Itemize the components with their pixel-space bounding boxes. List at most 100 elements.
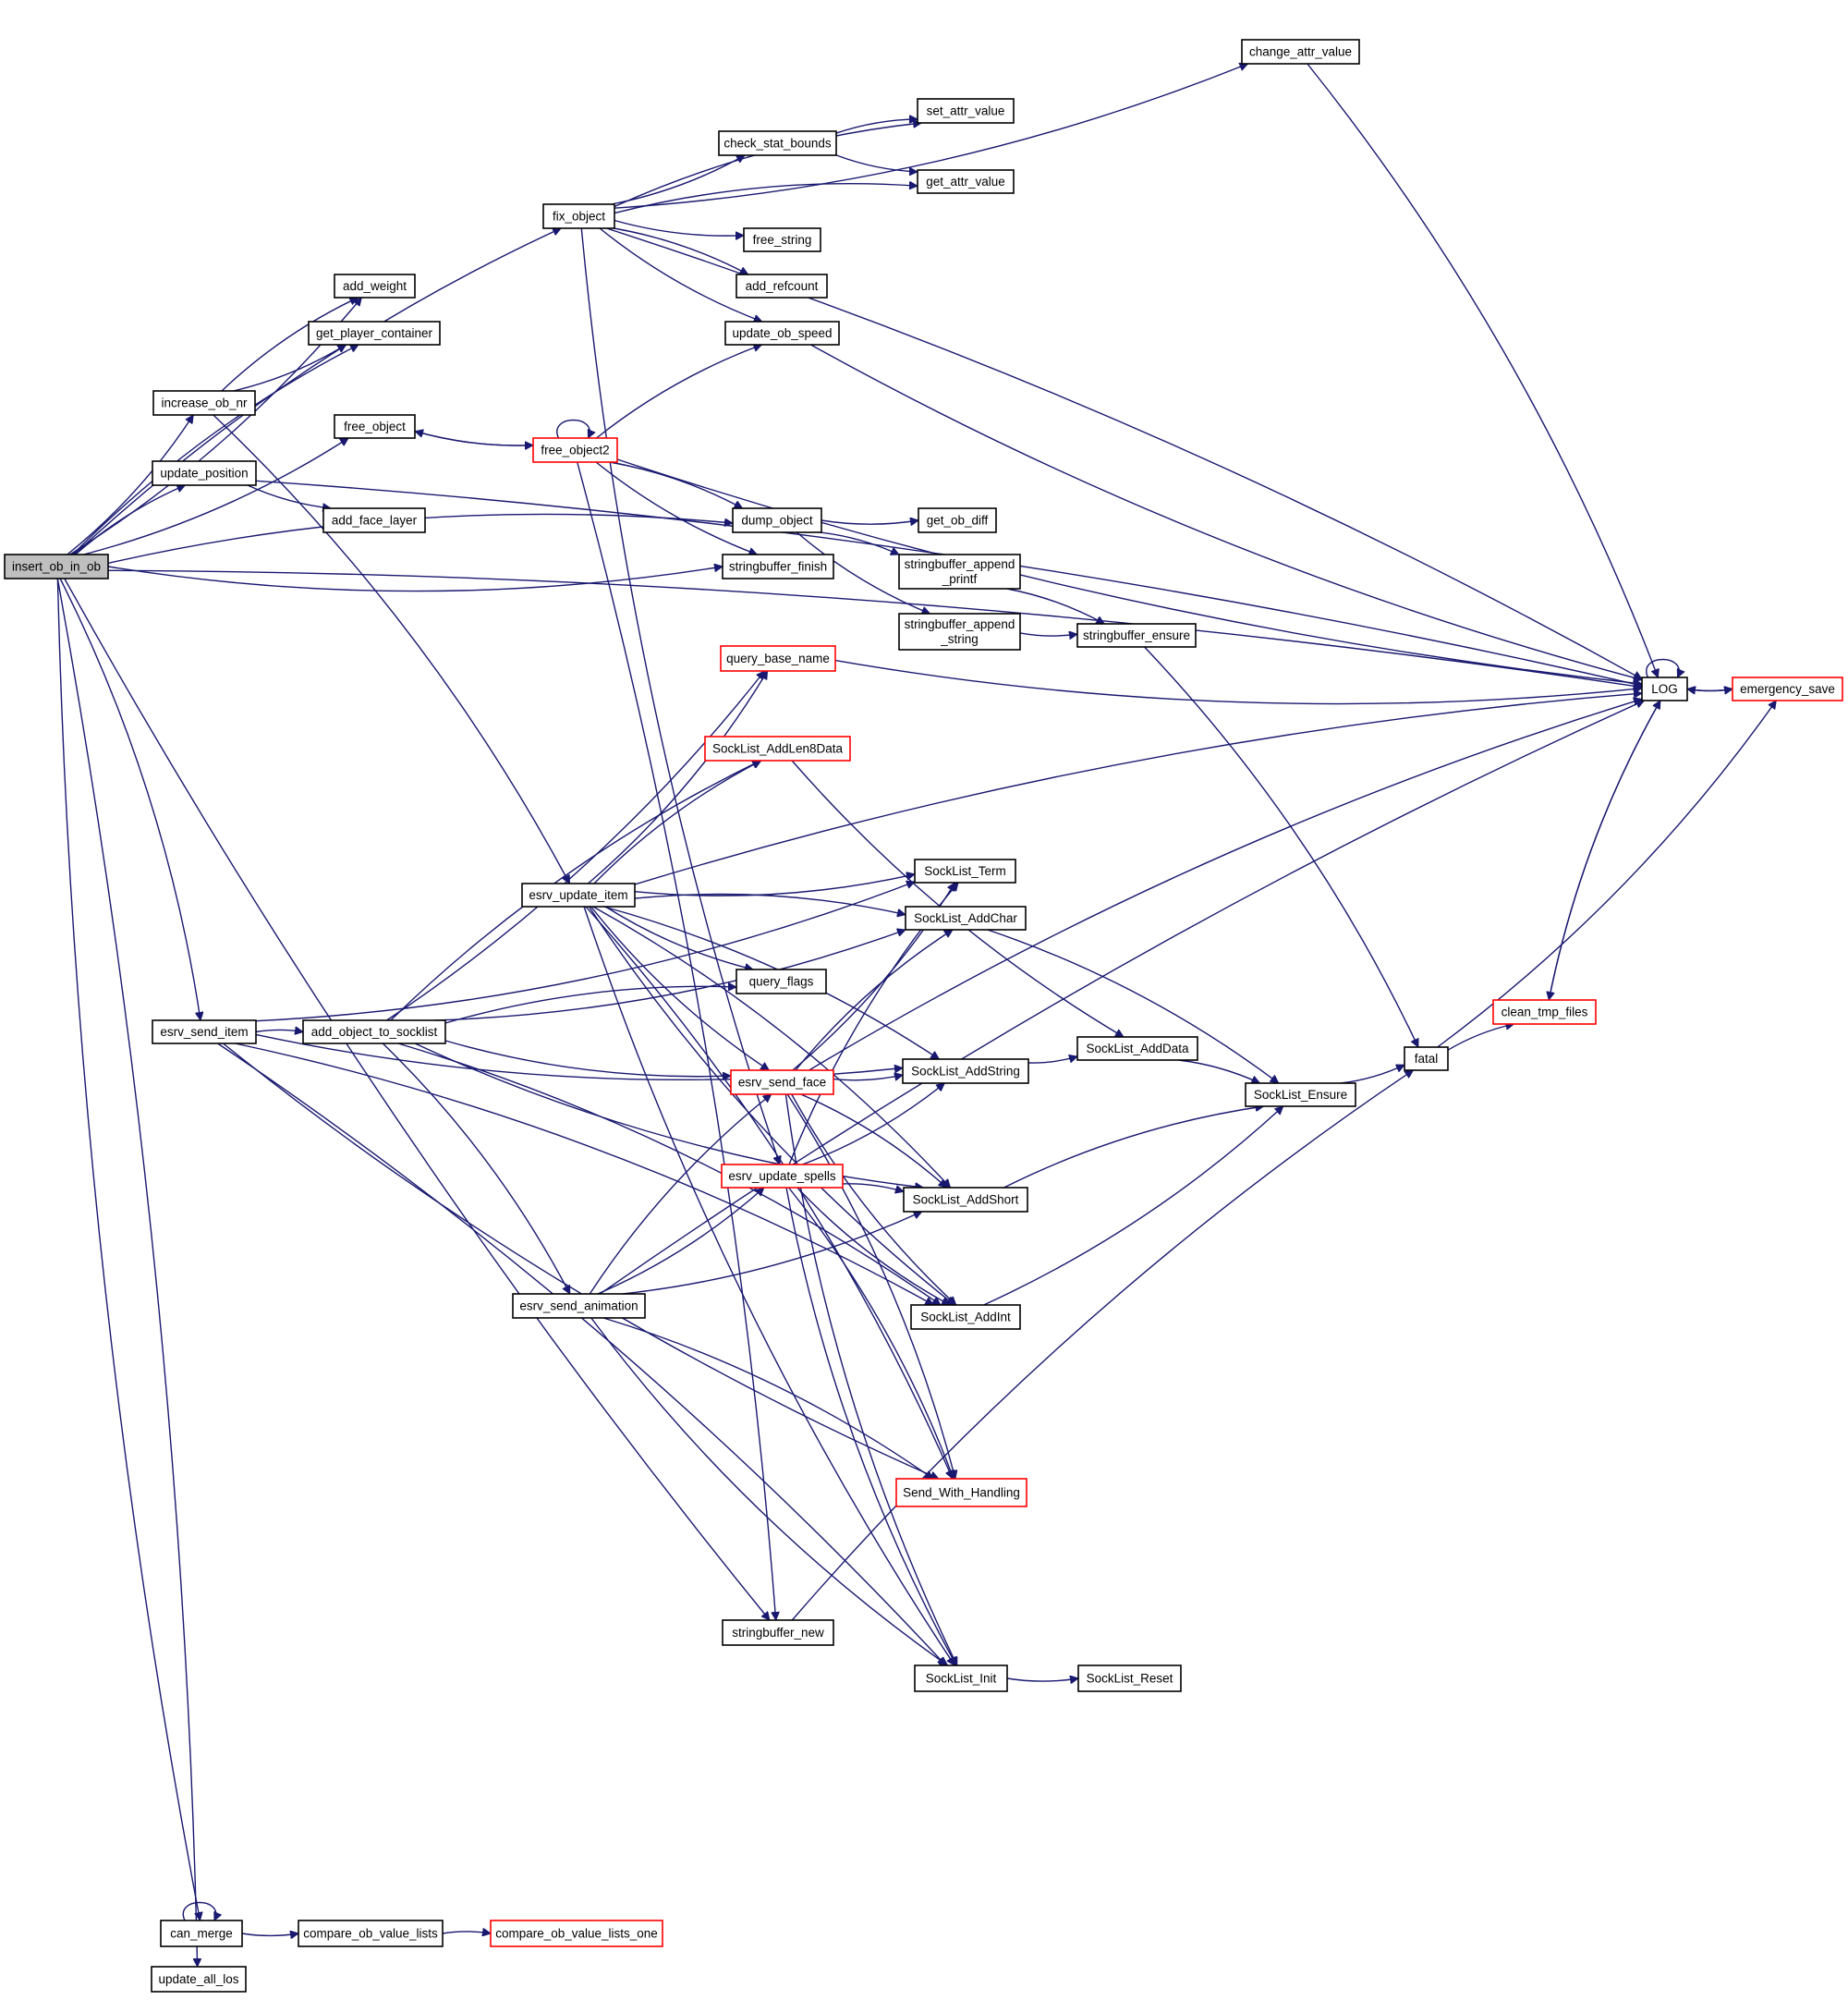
edge-check_stat_bounds-to-get_attr_value — [835, 154, 918, 172]
node-SockList_AddInt[interactable]: SockList_AddInt — [910, 1304, 1021, 1330]
node-label: query_flags — [749, 975, 814, 989]
node-insert_ob_in_ob[interactable]: insert_ob_in_ob — [4, 554, 109, 579]
node-esrv_send_face[interactable]: esrv_send_face — [730, 1069, 834, 1095]
edge-esrv_update_spells-to-SockList_AddString — [802, 1083, 944, 1165]
edge-SockList_AddInt-to-SockList_Ensure — [983, 1106, 1283, 1306]
node-box — [151, 1966, 247, 1993]
node-get_player_container[interactable]: get_player_container — [308, 321, 441, 346]
node-fatal[interactable]: fatal — [1404, 1046, 1449, 1071]
node-SockList_AddChar[interactable]: SockList_AddChar — [905, 906, 1027, 931]
node-increase_ob_nr[interactable]: increase_ob_nr — [152, 390, 256, 416]
node-SockList_AddData[interactable]: SockList_AddData — [1076, 1036, 1198, 1061]
node-update_all_los[interactable]: update_all_los — [151, 1966, 247, 1993]
edge-fix_object-to-add_refcount — [614, 227, 748, 275]
edge-stringbuffer_new-to-fatal — [791, 1069, 1413, 1621]
node-free_string[interactable]: free_string — [743, 227, 821, 252]
edge-insert_ob_in_ob-to-fix_object — [73, 228, 561, 555]
node-box — [542, 203, 615, 229]
node-add_face_layer[interactable]: add_face_layer — [322, 507, 426, 533]
node-esrv_update_item[interactable]: esrv_update_item — [521, 883, 636, 908]
node-SockList_Ensure[interactable]: SockList_Ensure — [1245, 1082, 1356, 1107]
edge-SockList_AddChar-to-SockList_Ensure — [987, 929, 1279, 1083]
node-fix_object[interactable]: fix_object — [542, 203, 615, 229]
node-box — [736, 274, 828, 299]
node-label: SockList_AddData — [1086, 1042, 1189, 1055]
edge-esrv_send_item-to-add_object_to_socklist — [255, 1030, 303, 1031]
node-stringbuffer_append_string[interactable]: stringbuffer_append_string — [898, 613, 1021, 651]
node-dump_object[interactable]: dump_object — [732, 507, 822, 533]
node-compare_ob_value_lists_one[interactable]: compare_ob_value_lists_one — [490, 1920, 663, 1947]
node-stringbuffer_append_printf[interactable]: stringbuffer_append_printf — [898, 554, 1021, 590]
node-SockList_Term[interactable]: SockList_Term — [914, 859, 1016, 884]
edge-compare_ob_value_lists-to-compare_ob_value_lists_one — [442, 1932, 491, 1933]
node-change_attr_value[interactable]: change_attr_value — [1241, 39, 1360, 65]
node-box — [1245, 1082, 1356, 1107]
node-stringbuffer_ensure[interactable]: stringbuffer_ensure — [1076, 623, 1197, 648]
nodes-layer: insert_ob_in_ob fix_object change_attr_val… — [4, 39, 1843, 1993]
node-box — [895, 1478, 1027, 1507]
node-esrv_send_animation[interactable]: esrv_send_animation — [512, 1293, 646, 1319]
node-update_position[interactable]: update_position — [152, 460, 257, 486]
node-add_refcount[interactable]: add_refcount — [736, 274, 828, 299]
node-add_object_to_socklist[interactable]: add_object_to_socklist — [302, 1019, 446, 1044]
node-update_ob_speed[interactable]: update_ob_speed — [724, 321, 840, 346]
node-stringbuffer_new[interactable]: stringbuffer_new — [722, 1619, 834, 1646]
node-label: add_object_to_socklist — [311, 1025, 438, 1039]
node-query_base_name[interactable]: query_base_name — [720, 645, 836, 672]
edge-change_attr_value-to-LOG — [1307, 63, 1659, 677]
node-SockList_AddShort[interactable]: SockList_AddShort — [903, 1187, 1028, 1213]
node-set_attr_value[interactable]: set_attr_value — [917, 98, 1015, 124]
edge-SockList_AddData-to-SockList_Ensure — [1178, 1059, 1259, 1083]
edge-esrv_update_item-to-SockList_Term — [634, 874, 915, 896]
node-label: free_string — [753, 233, 812, 247]
node-clean_tmp_files[interactable]: clean_tmp_files — [1492, 999, 1597, 1025]
node-can_merge[interactable]: can_merge — [160, 1920, 243, 1947]
node-label: dump_object — [741, 514, 813, 528]
edge-fix_object-to-esrv_update_spells — [580, 227, 780, 1165]
node-check_stat_bounds[interactable]: check_stat_bounds — [718, 130, 837, 156]
edge-stringbuffer_append_printf-to-stringbuffer_ensure — [1006, 588, 1105, 625]
node-label: stringbuffer_finish — [729, 560, 827, 574]
node-SockList_AddString[interactable]: SockList_AddString — [902, 1058, 1029, 1084]
node-esrv_update_spells[interactable]: esrv_update_spells — [721, 1164, 844, 1189]
node-free_object2[interactable]: free_object2 — [532, 437, 618, 463]
node-LOG[interactable]: LOG — [1641, 677, 1688, 701]
edge-insert_ob_in_ob-to-get_player_container — [72, 344, 359, 555]
edge-check_stat_bounds-to-set_attr_value — [835, 119, 918, 134]
node-label: esrv_send_animation — [519, 1299, 638, 1313]
node-label: add_weight — [343, 279, 407, 293]
node-get_attr_value[interactable]: get_attr_value — [917, 169, 1015, 194]
edge-esrv_update_item-to-query_flags — [604, 906, 753, 969]
node-emergency_save[interactable]: emergency_save — [1732, 677, 1843, 701]
node-stringbuffer_finish[interactable]: stringbuffer_finish — [722, 554, 834, 579]
node-box — [1732, 677, 1843, 701]
node-box — [720, 645, 836, 672]
node-box — [898, 554, 1021, 590]
node-box — [914, 859, 1016, 884]
node-get_ob_diff[interactable]: get_ob_diff — [918, 507, 997, 533]
node-Send_With_Handling[interactable]: Send_With_Handling — [895, 1478, 1027, 1507]
node-compare_ob_value_lists[interactable]: compare_ob_value_lists — [298, 1920, 444, 1947]
edge-query_base_name-to-LOG — [834, 659, 1642, 705]
node-SockList_Reset[interactable]: SockList_Reset — [1077, 1664, 1182, 1692]
node-box — [512, 1293, 646, 1319]
node-label: add_refcount — [746, 279, 819, 293]
node-free_object[interactable]: free_object — [334, 414, 416, 439]
node-SockList_AddLen8Data[interactable]: SockList_AddLen8Data — [704, 736, 851, 762]
node-add_weight[interactable]: add_weight — [334, 274, 416, 299]
node-label: LOG — [1651, 682, 1678, 696]
edge-add_object_to_socklist-to-esrv_send_face — [444, 1040, 731, 1077]
node-label: esrv_update_spells — [728, 1169, 836, 1183]
edge-SockList_Init-to-SockList_Reset — [1006, 1678, 1078, 1681]
node-box — [302, 1019, 446, 1044]
node-SockList_Init[interactable]: SockList_Init — [914, 1664, 1008, 1692]
node-box — [722, 1619, 834, 1646]
node-query_flags[interactable]: query_flags — [736, 969, 827, 994]
node-esrv_send_item[interactable]: esrv_send_item — [152, 1019, 257, 1044]
node-box — [902, 1058, 1029, 1084]
node-label: esrv_update_item — [529, 888, 627, 902]
edge-insert_ob_in_ob-to-esrv_send_item — [59, 578, 201, 1020]
node-box — [490, 1920, 663, 1947]
edge-add_object_to_socklist-to-SockList_AddShort — [414, 1043, 923, 1188]
node-box — [152, 1019, 257, 1044]
